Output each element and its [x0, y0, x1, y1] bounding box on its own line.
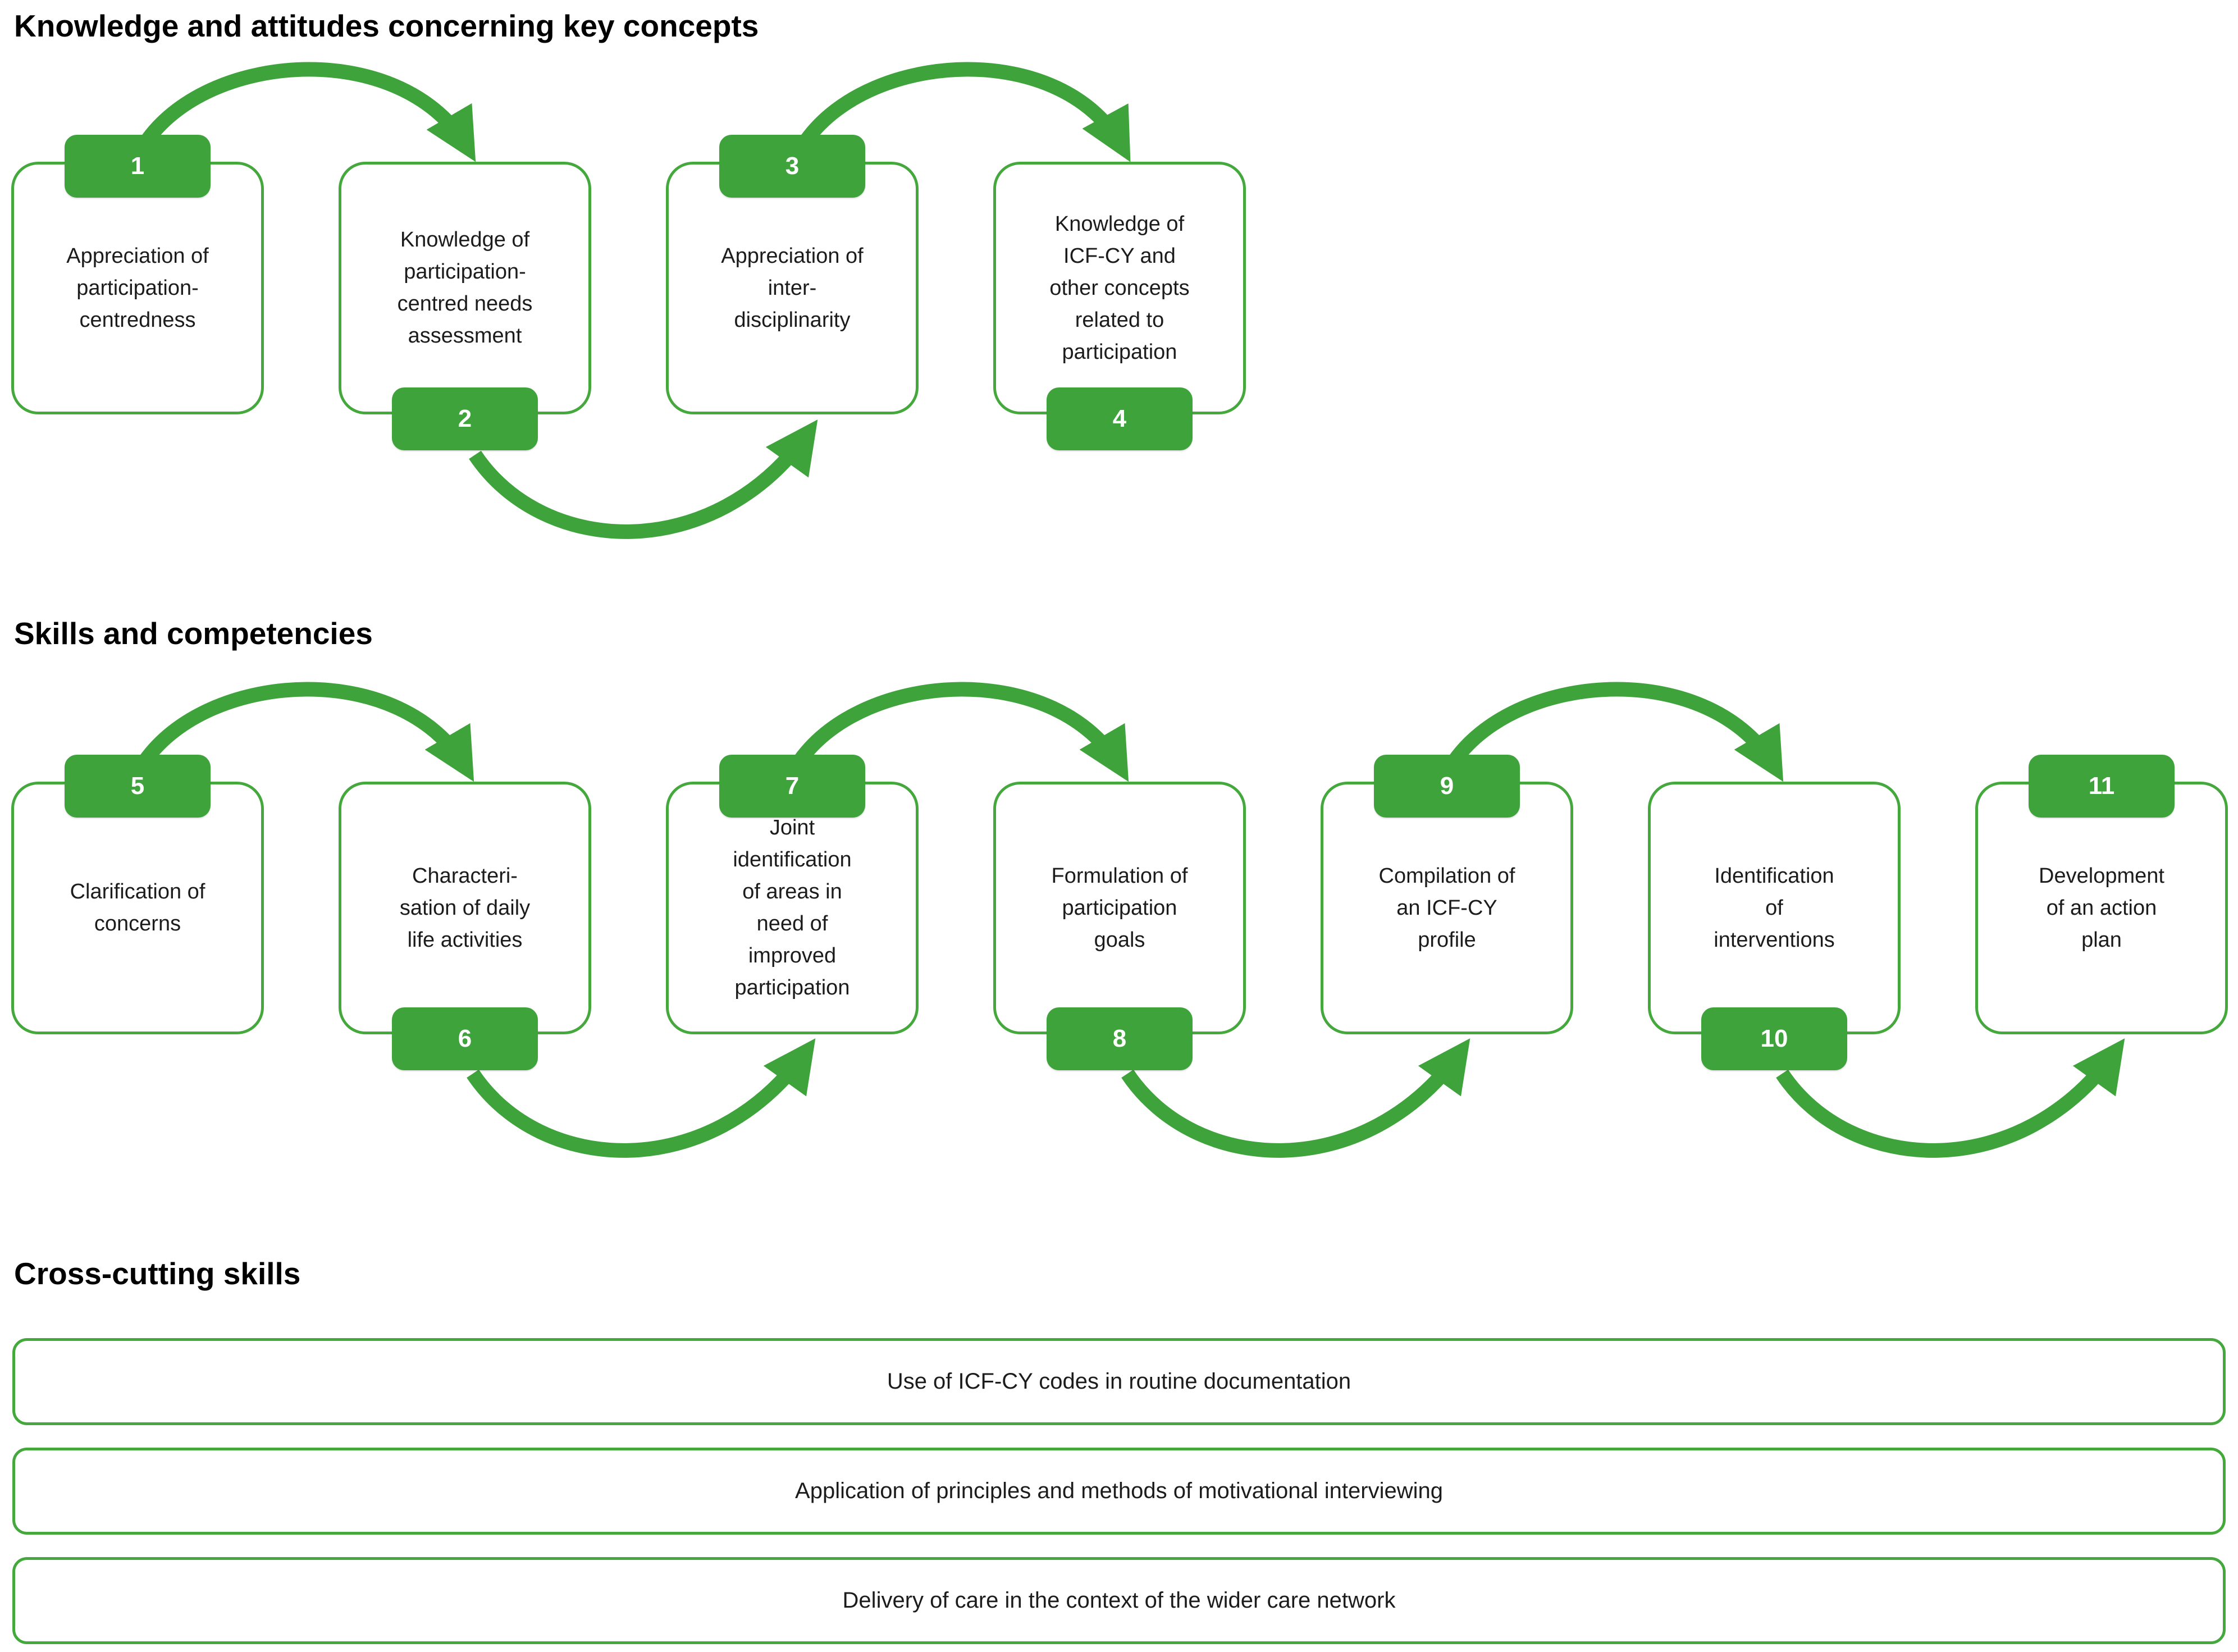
box-label: Compilation of an ICF-CY profile [1378, 864, 1515, 952]
flow-box-2: 2 Knowledge of participation- centred ne… [339, 162, 591, 450]
box-label: Identification of interventions [1714, 864, 1835, 952]
step-badge-1: 1 [65, 135, 211, 198]
cross-cutting-bar-1: Use of ICF-CY codes in routine documenta… [12, 1338, 2226, 1425]
box-label: Appreciation of participation- centredne… [66, 244, 209, 332]
flow-box-3: 3 Appreciation of inter- disciplinarity [666, 135, 919, 414]
box-label: Joint identification of areas in need of… [733, 816, 852, 1000]
step-badge-9: 9 [1374, 755, 1520, 818]
step-number: 2 [458, 405, 472, 432]
step-badge-2: 2 [392, 387, 538, 450]
step-number: 9 [1440, 772, 1454, 800]
box-label: Appreciation of inter- disciplinarity [721, 244, 864, 332]
flow-box-1: 1 Appreciation of participation- centred… [11, 135, 264, 414]
step-number: 1 [130, 152, 145, 180]
step-badge-7: 7 [719, 755, 865, 818]
step-number: 8 [1112, 1025, 1127, 1052]
flow-box-10: 10 Identification of interventions [1648, 782, 1901, 1070]
step-badge-4: 4 [1047, 387, 1193, 450]
bar-label: Application of principles and methods of… [795, 1478, 1443, 1503]
flow-box-8: 8 Formulation of participation goals [993, 782, 1246, 1070]
flow-box-4: 4 Knowledge of ICF-CY and other concepts… [993, 162, 1246, 450]
section-title-cross-cutting: Cross-cutting skills [14, 1256, 301, 1291]
step-number: 6 [458, 1025, 472, 1052]
step-badge-10: 10 [1701, 1007, 1847, 1070]
flow-box-7: 7 Joint identification of areas in need … [666, 755, 919, 1034]
section-title-knowledge: Knowledge and attitudes concerning key c… [14, 8, 759, 43]
flow-box-6: 6 Characteri- sation of daily life activ… [339, 782, 591, 1070]
box-label: Knowledge of participation- centred need… [397, 228, 533, 348]
step-number: 10 [1760, 1025, 1788, 1052]
flow-box-9: 9 Compilation of an ICF-CY profile [1321, 755, 1573, 1034]
step-number: 3 [785, 152, 800, 180]
step-number: 5 [130, 772, 145, 800]
bar-label: Use of ICF-CY codes in routine documenta… [887, 1369, 1351, 1394]
flow-box-5: 5 Clarification of concerns [11, 755, 264, 1034]
bar-label: Delivery of care in the context of the w… [842, 1588, 1396, 1613]
flow-box-11: 11 Development of an action plan [1975, 755, 2228, 1034]
box-label: Knowledge of ICF-CY and other concepts r… [1049, 212, 1190, 364]
cross-cutting-bar-3: Delivery of care in the context of the w… [12, 1557, 2226, 1644]
section-title-skills: Skills and competencies [14, 616, 373, 651]
step-badge-11: 11 [2029, 755, 2175, 818]
step-number: 7 [785, 772, 800, 800]
step-badge-8: 8 [1047, 1007, 1193, 1070]
box-label: Formulation of participation goals [1051, 864, 1188, 952]
step-badge-6: 6 [392, 1007, 538, 1070]
step-number: 4 [1112, 405, 1127, 432]
cross-cutting-bar-2: Application of principles and methods of… [12, 1448, 2226, 1535]
step-badge-3: 3 [719, 135, 865, 198]
box-label: Development of an action plan [2039, 864, 2164, 952]
box-label: Characteri- sation of daily life activit… [399, 864, 531, 952]
box-label: Clarification of concerns [70, 880, 205, 935]
step-number: 11 [2088, 772, 2115, 800]
step-badge-5: 5 [65, 755, 211, 818]
